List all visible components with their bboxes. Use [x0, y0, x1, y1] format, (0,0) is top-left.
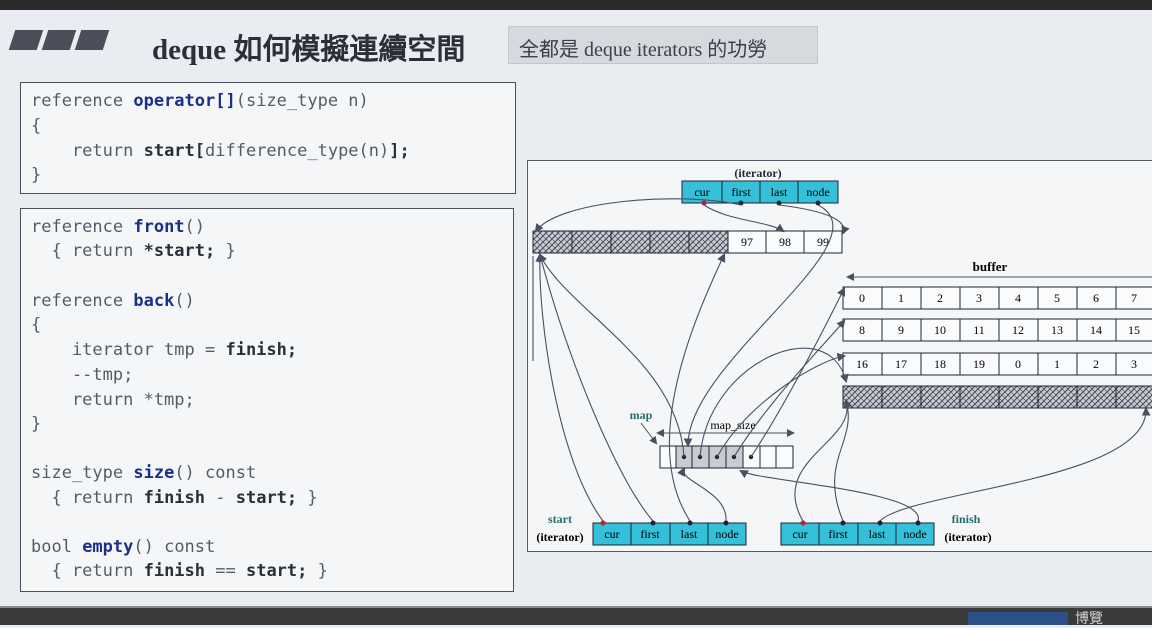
- buffer-cell: 13: [1051, 323, 1063, 337]
- buffer-cell: 5: [1054, 291, 1060, 305]
- buffer-grid: 0 1 2 3 4 5 6 7 8 9 10 11: [843, 287, 1152, 408]
- finish-sub-label: (iterator): [944, 530, 991, 544]
- code-line: }: [31, 414, 41, 434]
- code-line: --tmp;: [31, 365, 133, 385]
- code-line: { return *start; }: [31, 241, 236, 261]
- diagram-canvas: (iterator) cur first last node 97: [528, 161, 1152, 553]
- map-size-label: map_size: [710, 418, 755, 432]
- buffer-row-0: 0 1 2 3 4 5 6 7: [843, 287, 1152, 309]
- iterator-field-last: last: [771, 185, 788, 199]
- buffer-cell: 6: [1093, 291, 1099, 305]
- code-line: return *tmp;: [31, 390, 195, 410]
- buffer-cell: 3: [976, 291, 982, 305]
- buffer-cell: 9: [898, 323, 904, 337]
- code-line: size_type size() const: [31, 463, 256, 483]
- watermark-text: 博覽: [1075, 608, 1103, 628]
- buffer-cell: 3: [1131, 357, 1137, 371]
- buffer-cell: 18: [934, 357, 946, 371]
- buffer-cell: 14: [1090, 323, 1102, 337]
- buffer-cell: 10: [934, 323, 946, 337]
- code-line: reference front(): [31, 217, 205, 237]
- buffer-cell: 19: [973, 357, 985, 371]
- code-line: iterator tmp = finish;: [31, 340, 297, 360]
- buffer-cell: 11: [973, 323, 985, 337]
- operator-bracket-code-box: reference operator[](size_type n) { retu…: [20, 82, 516, 194]
- start-field-last: last: [681, 527, 698, 541]
- code-line: {: [31, 315, 41, 335]
- start-iterator: cur first last node: [593, 521, 746, 546]
- buffer-cell: 2: [1093, 357, 1099, 371]
- start-field-node: node: [715, 527, 738, 541]
- finish-iterator: cur first last node: [781, 521, 934, 546]
- code-line: reference operator[](size_type n): [31, 91, 369, 111]
- buffer-cell: 0: [1015, 357, 1021, 371]
- top-bar: [0, 0, 1152, 10]
- start-field-cur: cur: [604, 527, 619, 541]
- start-field-first: first: [640, 527, 660, 541]
- top-buffer: 97 98 99: [533, 231, 842, 253]
- title-decoration: [12, 30, 111, 55]
- finish-field-last: last: [869, 527, 886, 541]
- buffer-cell: 12: [1012, 323, 1024, 337]
- start-label: start: [548, 512, 572, 526]
- buffer-row-2: 16 17 18 19 0 1 2 3: [843, 353, 1152, 375]
- code-line: return start[difference_type(n)];: [31, 141, 410, 161]
- iterator-field-node: node: [806, 185, 829, 199]
- code-line: {: [31, 116, 41, 136]
- bottom-divider: [0, 606, 1152, 608]
- subtitle-box: 全都是 deque iterators 的功勞: [508, 26, 818, 64]
- code-line: }: [31, 165, 41, 185]
- buffer-cell: 0: [859, 291, 865, 305]
- iterator-field-first: first: [731, 185, 751, 199]
- code-line: { return finish - start; }: [31, 488, 318, 508]
- buffer-label: buffer: [973, 259, 1008, 274]
- iterator-field-cur: cur: [694, 185, 709, 199]
- buffer-cell: 2: [937, 291, 943, 305]
- buffer-cell: 4: [1015, 291, 1021, 305]
- buffer-cell: 16: [856, 357, 868, 371]
- deque-methods-code-box: reference front() { return *start; } ref…: [20, 208, 514, 592]
- top-buffer-cell: 97: [741, 235, 753, 249]
- finish-field-first: first: [828, 527, 848, 541]
- iterator-label: (iterator): [734, 166, 781, 180]
- buffer-cell: 1: [898, 291, 904, 305]
- finish-field-node: node: [903, 527, 926, 541]
- buffer-cell: 17: [895, 357, 907, 371]
- buffer-row-1: 8 9 10 11 12 13 14 15: [843, 319, 1152, 341]
- finish-field-cur: cur: [792, 527, 807, 541]
- slide-subtitle: 全都是 deque iterators 的功勞: [519, 33, 767, 62]
- map-array: [660, 446, 793, 468]
- watermark-logo: [968, 612, 1068, 625]
- buffer-cell: 7: [1131, 291, 1137, 305]
- buffer-cell: 1: [1054, 357, 1060, 371]
- buffer-cell: 15: [1128, 323, 1140, 337]
- code-line: bool empty() const: [31, 537, 215, 557]
- code-line: reference back(): [31, 291, 195, 311]
- buffer-cell: 8: [859, 323, 865, 337]
- finish-label: finish: [952, 512, 981, 526]
- top-iterator: cur first last node: [682, 181, 838, 206]
- map-label: map: [630, 408, 653, 422]
- buffer-row-hatched: [843, 386, 1152, 408]
- start-sub-label: (iterator): [536, 530, 583, 544]
- top-buffer-cell: 98: [779, 235, 791, 249]
- deque-memory-diagram: (iterator) cur first last node 97: [527, 160, 1152, 552]
- slide-title: deque 如何模擬連續空間: [152, 26, 465, 68]
- code-line: { return finish == start; }: [31, 561, 328, 581]
